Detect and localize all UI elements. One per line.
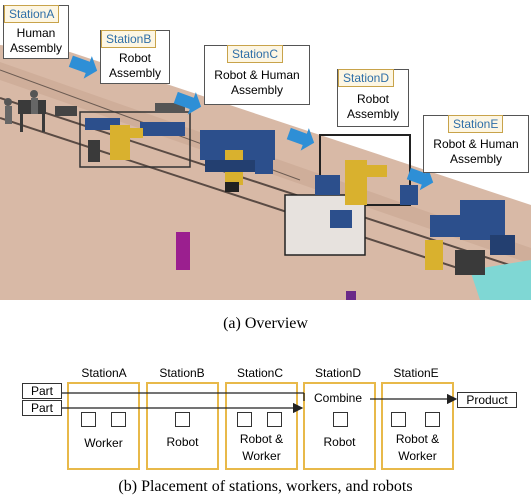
callout-station-b-tag: StationB (101, 30, 157, 48)
station-e-role: Robot & Worker (395, 432, 440, 463)
station-d-equipment (284, 134, 418, 256)
station-d-role: Robot (323, 435, 356, 449)
combine-label: Combine (306, 391, 370, 405)
callout-arrows (68, 55, 434, 191)
station-a-label: StationA (81, 366, 127, 380)
callout-station-c-tag: StationC (227, 45, 284, 63)
callout-station-a-tag: StationA (4, 5, 60, 23)
station-c-label: StationC (236, 366, 284, 380)
station-a-equipment (4, 90, 77, 132)
callout-station-c-line2: Assembly (230, 83, 283, 97)
station-c-equipment (200, 130, 275, 192)
station-c-role: Robot & Worker (239, 432, 284, 463)
factory-floor-illustration (0, 45, 531, 300)
part-input-1: Part (22, 383, 62, 399)
callout-station-e-line1: Robot & Human (433, 137, 519, 151)
callout-station-d-line1: Robot (356, 92, 390, 106)
callout-station-b-line2: Assembly (108, 66, 161, 80)
callout-station-b-line1: Robot (118, 51, 152, 65)
station-a-role: Worker (84, 436, 123, 450)
part-input-2: Part (22, 400, 62, 416)
product-output: Product (457, 392, 517, 408)
robot-slot (175, 412, 190, 427)
station-c-box: Robot & Worker (225, 382, 298, 470)
pillar (176, 232, 190, 270)
station-b-label: StationB (159, 366, 205, 380)
placement-caption: (b) Placement of stations, workers, and … (118, 478, 413, 495)
callout-station-c-line1: Robot & Human (214, 68, 300, 82)
robot-slot (333, 412, 348, 427)
callout-station-e: StationE Robot & Human Assembly (423, 115, 529, 173)
station-b-role: Robot (166, 435, 199, 449)
station-e-equipment (425, 200, 515, 275)
callout-station-a: StationA Human Assembly (3, 5, 69, 59)
callout-station-d-tag: StationD (338, 69, 395, 87)
worker-slot (425, 412, 440, 427)
callout-station-e-tag: StationE (448, 115, 504, 133)
callout-station-b: StationB Robot Assembly (100, 30, 170, 84)
station-b-box: Robot (146, 382, 219, 470)
robot-slot (237, 412, 252, 427)
worker-slot (81, 412, 96, 427)
callout-station-a-line2: Assembly (9, 41, 62, 55)
callout-station-d: StationD Robot Assembly (337, 69, 409, 127)
station-d-label: StationD (314, 366, 362, 380)
station-b-equipment (79, 103, 191, 168)
station-e-label: StationE (393, 366, 439, 380)
callout-station-e-line2: Assembly (449, 152, 502, 166)
callout-station-d-line2: Assembly (346, 107, 399, 121)
worker-slot (267, 412, 282, 427)
overview-caption: (a) Overview (223, 315, 308, 332)
callout-station-c: StationC Robot & Human Assembly (204, 45, 310, 105)
worker-slot (111, 412, 126, 427)
callout-station-a-line1: Human (16, 26, 56, 40)
factory-overview-panel: StationA Human Assembly StationB Robot A… (0, 5, 531, 300)
robot-slot (391, 412, 406, 427)
station-a-box: Worker (67, 382, 140, 470)
station-e-box: Robot & Worker (381, 382, 454, 470)
